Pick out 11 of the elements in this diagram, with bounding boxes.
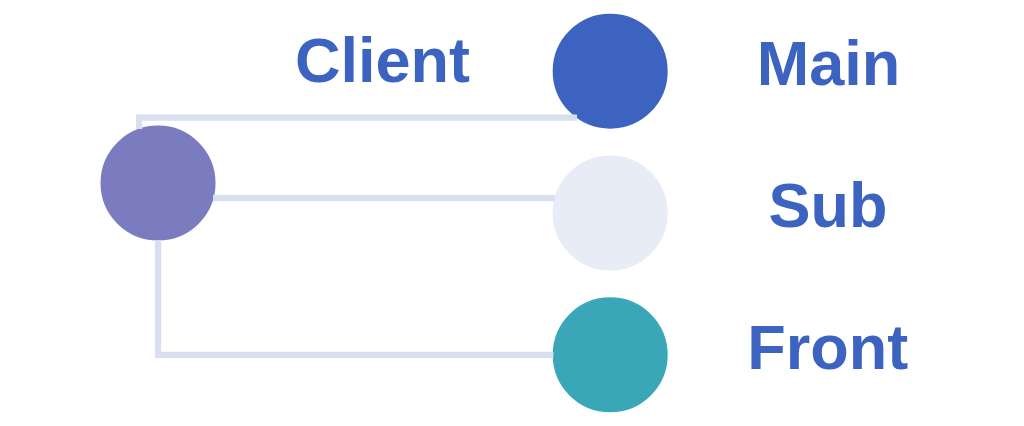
node-label: Sub xyxy=(768,170,888,241)
connector xyxy=(154,240,553,358)
connector xyxy=(135,114,577,130)
node-label: Client xyxy=(294,25,470,96)
node-circle xyxy=(552,297,668,413)
node-label: Front xyxy=(746,311,908,382)
node-circle xyxy=(552,155,668,271)
node-circle xyxy=(552,13,668,129)
connector xyxy=(212,194,555,202)
node-label: Main xyxy=(756,28,900,99)
node-circle xyxy=(100,125,216,241)
